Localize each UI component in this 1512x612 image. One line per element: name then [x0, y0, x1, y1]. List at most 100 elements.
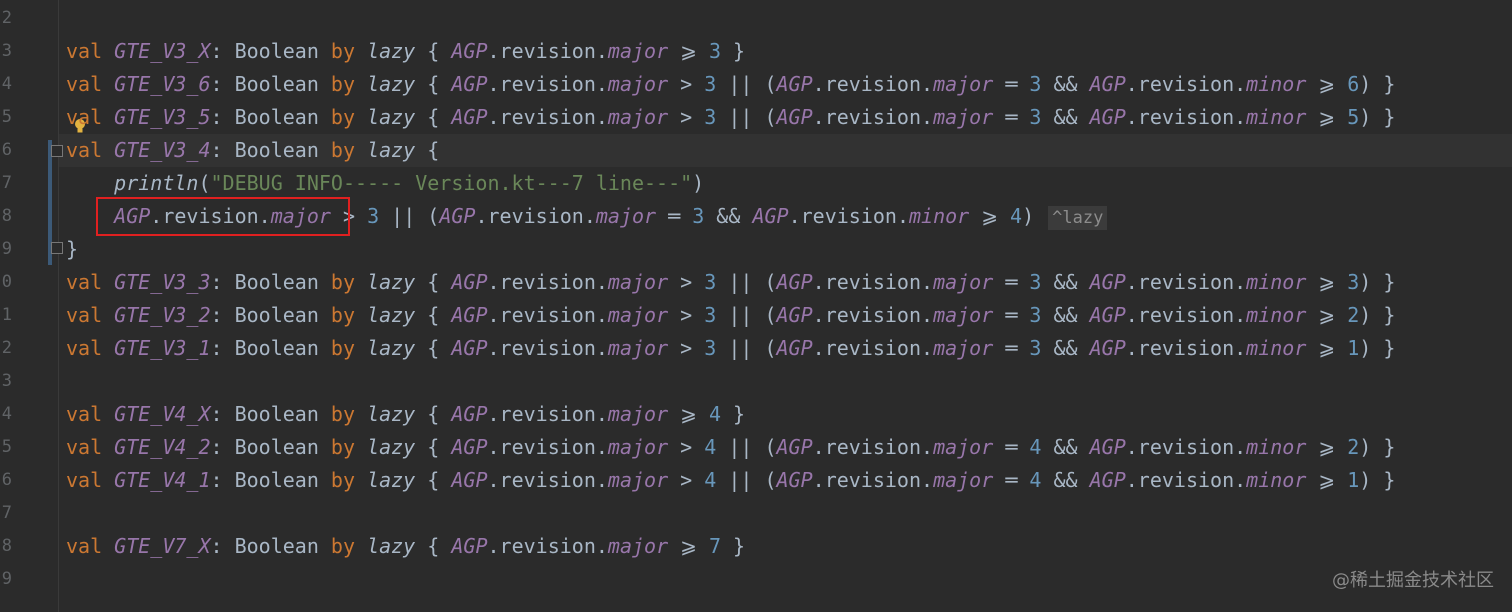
code-token: 4 — [1029, 435, 1042, 459]
code-token: major — [607, 468, 669, 492]
code-token: . — [812, 336, 825, 360]
code-line[interactable]: val GTE_V7_X: Boolean by lazy { AGP.revi… — [66, 530, 745, 563]
code-token: AGP — [1089, 105, 1126, 129]
code-token: GTE_V3_4 — [114, 138, 211, 162]
code-token: val — [66, 138, 115, 162]
code-token: 3 — [704, 72, 717, 96]
code-token: by — [330, 138, 368, 162]
lightbulb-icon[interactable] — [73, 118, 87, 134]
code-line[interactable]: val GTE_V4_1: Boolean by lazy { AGP.revi… — [66, 464, 1395, 497]
code-line[interactable]: val GTE_V4_X: Boolean by lazy { AGP.revi… — [66, 398, 745, 431]
code-token: AGP — [1089, 303, 1126, 327]
code-token: ( — [198, 171, 211, 195]
code-token: } — [66, 237, 79, 261]
code-line[interactable]: val GTE_V3_6: Boolean by lazy { AGP.revi… — [66, 68, 1395, 101]
code-token: . — [1234, 303, 1247, 327]
code-token: . — [921, 270, 934, 294]
code-token: revision — [1137, 72, 1235, 96]
code-token: Boolean — [234, 435, 331, 459]
code-token: revision — [499, 303, 596, 327]
code-token: val — [66, 303, 115, 327]
code-line[interactable]: AGP.revision.major > 3 || (AGP.revision.… — [66, 200, 1108, 233]
code-token: && — [1041, 435, 1090, 459]
code-line[interactable]: val GTE_V3_5: Boolean by lazy { AGP.revi… — [66, 101, 1395, 134]
code-token: Boolean — [234, 72, 331, 96]
code-token: || ( — [716, 435, 777, 459]
code-token: lazy — [367, 270, 428, 294]
code-token: { — [427, 534, 452, 558]
code-line[interactable]: println("DEBUG INFO----- Version.kt---7 … — [66, 167, 704, 200]
line-number: 5 — [1, 437, 12, 457]
code-token: 1 — [1347, 468, 1360, 492]
code-token: . — [595, 402, 608, 426]
code-token: val — [66, 72, 115, 96]
code-token: : — [210, 138, 235, 162]
code-token: ) } — [1359, 303, 1396, 327]
code-token: 3 — [704, 105, 717, 129]
code-token: ═ — [993, 303, 1030, 327]
code-token: AGP — [1089, 336, 1126, 360]
code-token: . — [487, 270, 500, 294]
code-token: . — [921, 303, 934, 327]
code-token: revision — [499, 105, 596, 129]
code-token: { — [427, 303, 452, 327]
code-token: . — [475, 204, 488, 228]
code-token: . — [1125, 72, 1138, 96]
code-token: revision — [824, 303, 922, 327]
code-token: . — [921, 336, 934, 360]
code-token: . — [487, 534, 500, 558]
code-line[interactable]: val GTE_V3_4: Boolean by lazy { — [66, 134, 439, 167]
code-token: ⩾ — [1306, 270, 1348, 294]
code-token: by — [330, 336, 368, 360]
line-number: 4 — [1, 404, 12, 424]
code-token: AGP — [451, 534, 488, 558]
code-line[interactable]: val GTE_V3_X: Boolean by lazy { AGP.revi… — [66, 35, 745, 68]
code-token: val — [66, 270, 115, 294]
code-token: Boolean — [234, 105, 331, 129]
code-token: major — [933, 270, 994, 294]
code-token: || ( — [379, 204, 440, 228]
code-token: 4 — [704, 468, 717, 492]
line-number: 2 — [1, 338, 12, 358]
code-token: lazy — [367, 534, 428, 558]
code-token: ═ — [993, 468, 1030, 492]
code-line[interactable]: val GTE_V3_2: Boolean by lazy { AGP.revi… — [66, 299, 1395, 332]
code-token: > — [668, 435, 705, 459]
code-token: ⩾ — [1306, 72, 1348, 96]
code-token: . — [1234, 105, 1247, 129]
code-token: AGP — [451, 336, 488, 360]
code-token: ) } — [1359, 468, 1396, 492]
fold-marker-icon[interactable] — [51, 145, 63, 157]
code-token: 3 — [704, 270, 717, 294]
code-token: . — [595, 105, 608, 129]
code-token: 3 — [367, 204, 380, 228]
code-token: . — [583, 204, 596, 228]
fold-marker-icon[interactable] — [51, 242, 63, 254]
code-line[interactable]: val GTE_V3_3: Boolean by lazy { AGP.revi… — [66, 266, 1395, 299]
line-number: 7 — [1, 503, 12, 523]
code-line[interactable]: val GTE_V3_1: Boolean by lazy { AGP.revi… — [66, 332, 1395, 365]
code-line[interactable]: } — [66, 233, 78, 266]
code-token: GTE_V3_6 — [114, 72, 211, 96]
code-token: AGP — [1089, 435, 1126, 459]
code-token: AGP — [451, 468, 488, 492]
code-token: . — [812, 72, 825, 96]
code-token: . — [812, 270, 825, 294]
code-token: major — [607, 270, 669, 294]
code-token: println — [114, 171, 199, 195]
code-token: ═ — [993, 435, 1030, 459]
code-token: . — [150, 204, 163, 228]
code-token: || ( — [716, 270, 777, 294]
code-token: } — [721, 402, 746, 426]
code-line[interactable]: val GTE_V4_2: Boolean by lazy { AGP.revi… — [66, 431, 1395, 464]
code-token: ) — [1022, 204, 1035, 228]
line-number: 9 — [1, 569, 12, 589]
line-number: 9 — [1, 239, 12, 259]
code-token: > — [668, 72, 705, 96]
code-token: AGP — [1089, 270, 1126, 294]
code-token: revision — [499, 270, 596, 294]
code-token: minor — [1246, 270, 1307, 294]
code-token: && — [1041, 105, 1090, 129]
